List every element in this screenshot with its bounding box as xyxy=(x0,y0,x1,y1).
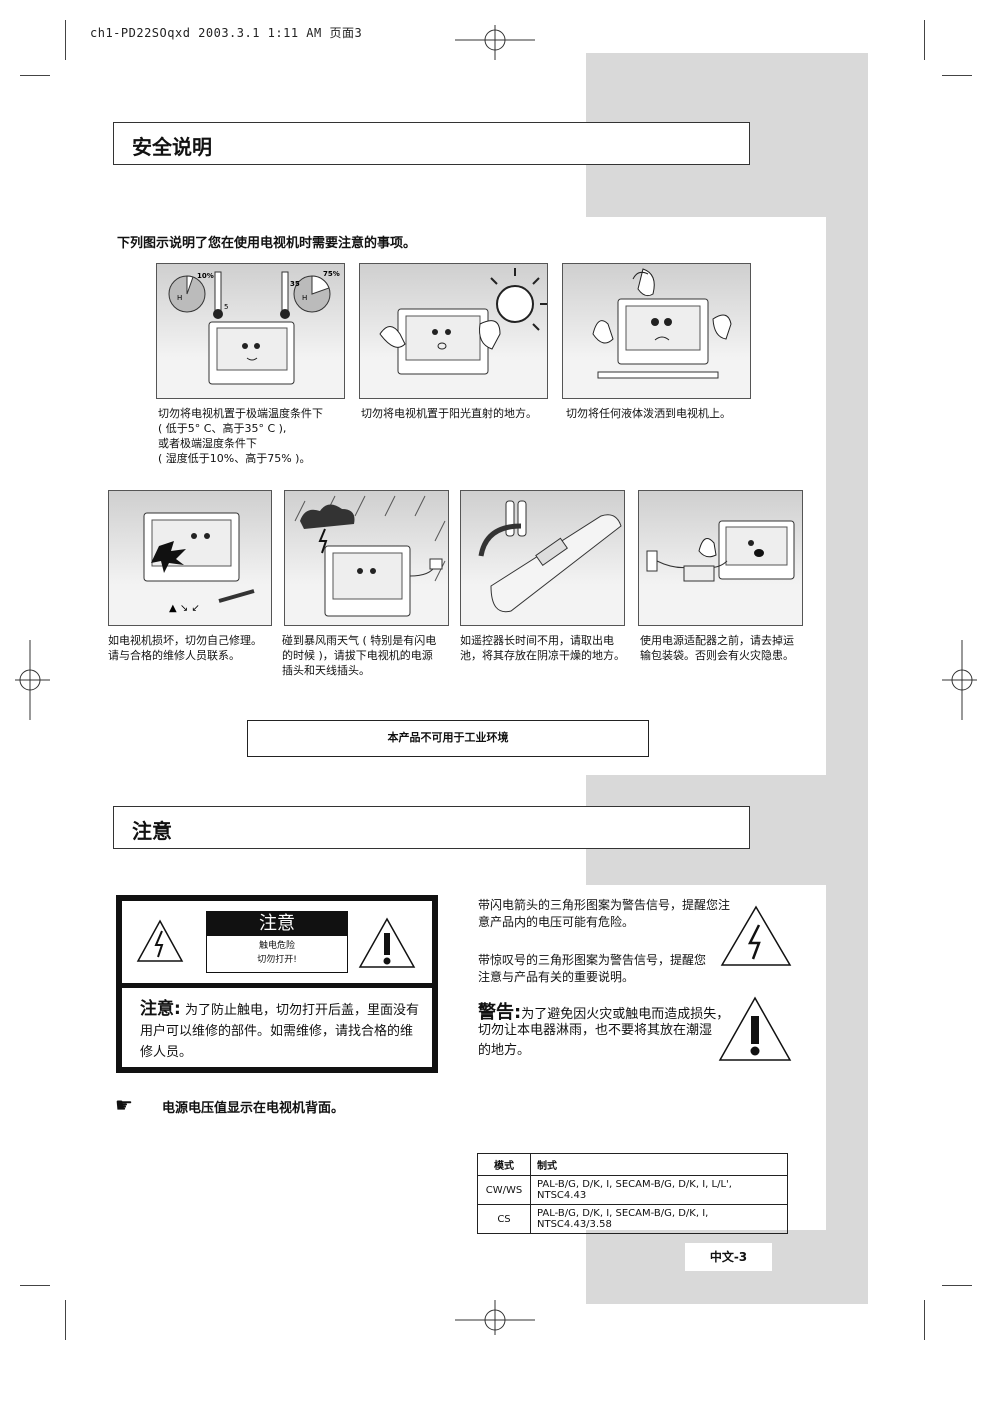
power-voltage-note: 电源电压值显示在电视机背面。 xyxy=(162,1101,345,1116)
caption-remote: 如遥控器长时间不用，请取出电 池，将其存放在阴凉干燥的地方。 xyxy=(460,634,625,662)
caption-adapter: 使用电源适配器之前，请去掉运 输包装袋。否则会有火灾隐患。 xyxy=(640,634,794,662)
table-cell: CS xyxy=(477,1204,531,1234)
caution-text: 为了防止触电，切勿打开后盖，里面没有用户可以维修的部件。如需维修，请找合格的维修… xyxy=(140,1003,419,1060)
crop-mark xyxy=(20,1285,50,1286)
caution-label: 注意 xyxy=(207,912,347,936)
gray-panel-right xyxy=(826,217,868,775)
table-row: CS PAL-B/G, D/K, I, SECAM-B/G, D/K, I, N… xyxy=(477,1204,788,1234)
file-header: ch1-PD22SOqxd 2003.3.1 1:11 AM 页面3 xyxy=(90,26,363,40)
exclamation-description: 带惊叹号的三角形图案为警告信号，提醒您注意与产品有关的重要说明。 xyxy=(478,953,707,984)
crop-mark xyxy=(20,75,50,76)
warning-paragraph: 警告:为了避免因火灾或触电而造成损失，切勿让本电器淋雨，也不要将其放在潮湿 的地… xyxy=(478,1002,738,1059)
table-header-system: 制式 xyxy=(530,1153,788,1176)
exclamation-triangle-icon xyxy=(358,917,416,968)
tv-temperature-humidity-icon: 10% 75% 35 5 H H xyxy=(168,270,340,385)
table-row: CW/WS PAL-B/G, D/K, I, SECAM-B/G, D/K, I… xyxy=(477,1175,788,1205)
humidity-low-label: 10% xyxy=(197,272,214,280)
warning-text: 为了避免因火灾或触电而造成损失，切勿让本电器淋雨，也不要将其放在潮湿 xyxy=(478,1007,730,1038)
illustration-temperature: 10% 75% 35 5 H H xyxy=(156,263,345,399)
crop-mark xyxy=(942,1285,972,1286)
lightning-triangle-icon xyxy=(720,905,792,966)
illustration-adapter xyxy=(638,490,803,626)
table-row: 模式 制式 xyxy=(477,1153,788,1176)
caption-broken: 如电视机损坏，切勿自己修理。 请与合格的维修人员联系。 xyxy=(108,634,262,662)
crop-mark xyxy=(65,20,66,60)
table-cell: CW/WS xyxy=(477,1175,531,1205)
spec-table: 模式 制式 CW/WS PAL-B/G, D/K, I, SECAM-B/G, … xyxy=(477,1153,788,1234)
caption-thunderstorm: 碰到暴风雨天气 ( 特别是有闪电 的时候 )，请拔下电视机的电源 插头和天线插头… xyxy=(282,634,437,677)
caption-liquid: 切勿将任何液体泼洒到电视机上。 xyxy=(566,407,731,420)
industrial-notice: 本产品不可用于工业环境 xyxy=(247,720,649,757)
tv-liquid-spill-icon xyxy=(592,268,732,379)
illustration-sunlight xyxy=(359,263,548,399)
section-title: 注意 xyxy=(132,819,172,843)
caution-body: 注意: 为了防止触电，切勿打开后盖，里面没有用户可以维修的部件。如需维修，请找合… xyxy=(140,999,425,1063)
safety-intro: 下列图示说明了您在使用电视机时需要注意的事项。 xyxy=(117,236,417,251)
illustration-remote xyxy=(460,490,625,626)
caution-warning-box: 注意 触电危险 切勿打开! 注意: 为了防止触电，切勿打开后盖，里面没有用户可以… xyxy=(116,895,438,1073)
illustration-liquid xyxy=(562,263,751,399)
illustration-broken: ▲ ↘ ↙ xyxy=(108,490,272,626)
pointing-hand-icon: ☛ xyxy=(115,1093,133,1117)
svg-text:▲ ↘ ↙: ▲ ↘ ↙ xyxy=(169,603,200,614)
registration-mark xyxy=(942,640,977,720)
illustration-thunderstorm xyxy=(284,490,449,626)
warning-lead: 警告: xyxy=(478,1002,522,1023)
section-title: 安全说明 xyxy=(132,135,212,159)
tv-sunlight-icon xyxy=(379,268,547,375)
humidity-h-label: H xyxy=(302,294,307,302)
temp-low-label: 5 xyxy=(224,303,228,311)
tv-power-adapter-icon xyxy=(646,520,795,582)
crop-mark xyxy=(924,1300,925,1340)
safety-title-box: 安全说明 xyxy=(113,122,750,165)
caution-lead: 注意: xyxy=(140,999,181,1019)
lightning-triangle-icon xyxy=(136,919,184,962)
table-cell: PAL-B/G, D/K, I, SECAM-B/G, D/K, I, NTSC… xyxy=(530,1204,788,1234)
gray-panel-right-lower xyxy=(826,885,868,1230)
registration-mark xyxy=(15,640,50,720)
caption-temperature: 切勿将电视机置于极端温度条件下 ( 低于5° C、高于35° C ), 或者极端… xyxy=(158,407,323,465)
crop-mark xyxy=(942,75,972,76)
warning-tail: 的地方。 xyxy=(478,1043,531,1058)
shock-hazard-text: 触电危险 xyxy=(258,941,295,951)
registration-mark xyxy=(455,1300,535,1335)
caption-sunlight: 切勿将电视机置于阳光直射的地方。 xyxy=(361,407,537,420)
caution-label-box: 注意 触电危险 切勿打开! xyxy=(206,911,348,973)
tv-thunderstorm-icon xyxy=(294,495,446,617)
page-number: 中文-3 xyxy=(685,1243,772,1271)
crop-mark xyxy=(924,20,925,60)
crop-mark xyxy=(65,1300,66,1340)
table-header-mode: 模式 xyxy=(477,1153,531,1176)
warnbox-divider xyxy=(122,983,432,988)
caution-title-box: 注意 xyxy=(113,806,750,849)
exclamation-triangle-icon xyxy=(718,996,792,1061)
do-not-open-text: 切勿打开! xyxy=(257,955,297,965)
table-cell: PAL-B/G, D/K, I, SECAM-B/G, D/K, I, L/L'… xyxy=(530,1175,788,1205)
lightning-description: 带闪电箭头的三角形图案为警告信号，提醒您注意产品内的电压可能有危险。 xyxy=(478,898,731,929)
humidity-h-label: H xyxy=(177,294,182,302)
registration-mark xyxy=(455,25,535,60)
remote-battery-icon xyxy=(478,500,622,613)
temp-high-label: 35 xyxy=(290,280,300,288)
tv-broken-icon: ▲ ↘ ↙ xyxy=(143,512,255,614)
humidity-high-label: 75% xyxy=(323,270,340,278)
